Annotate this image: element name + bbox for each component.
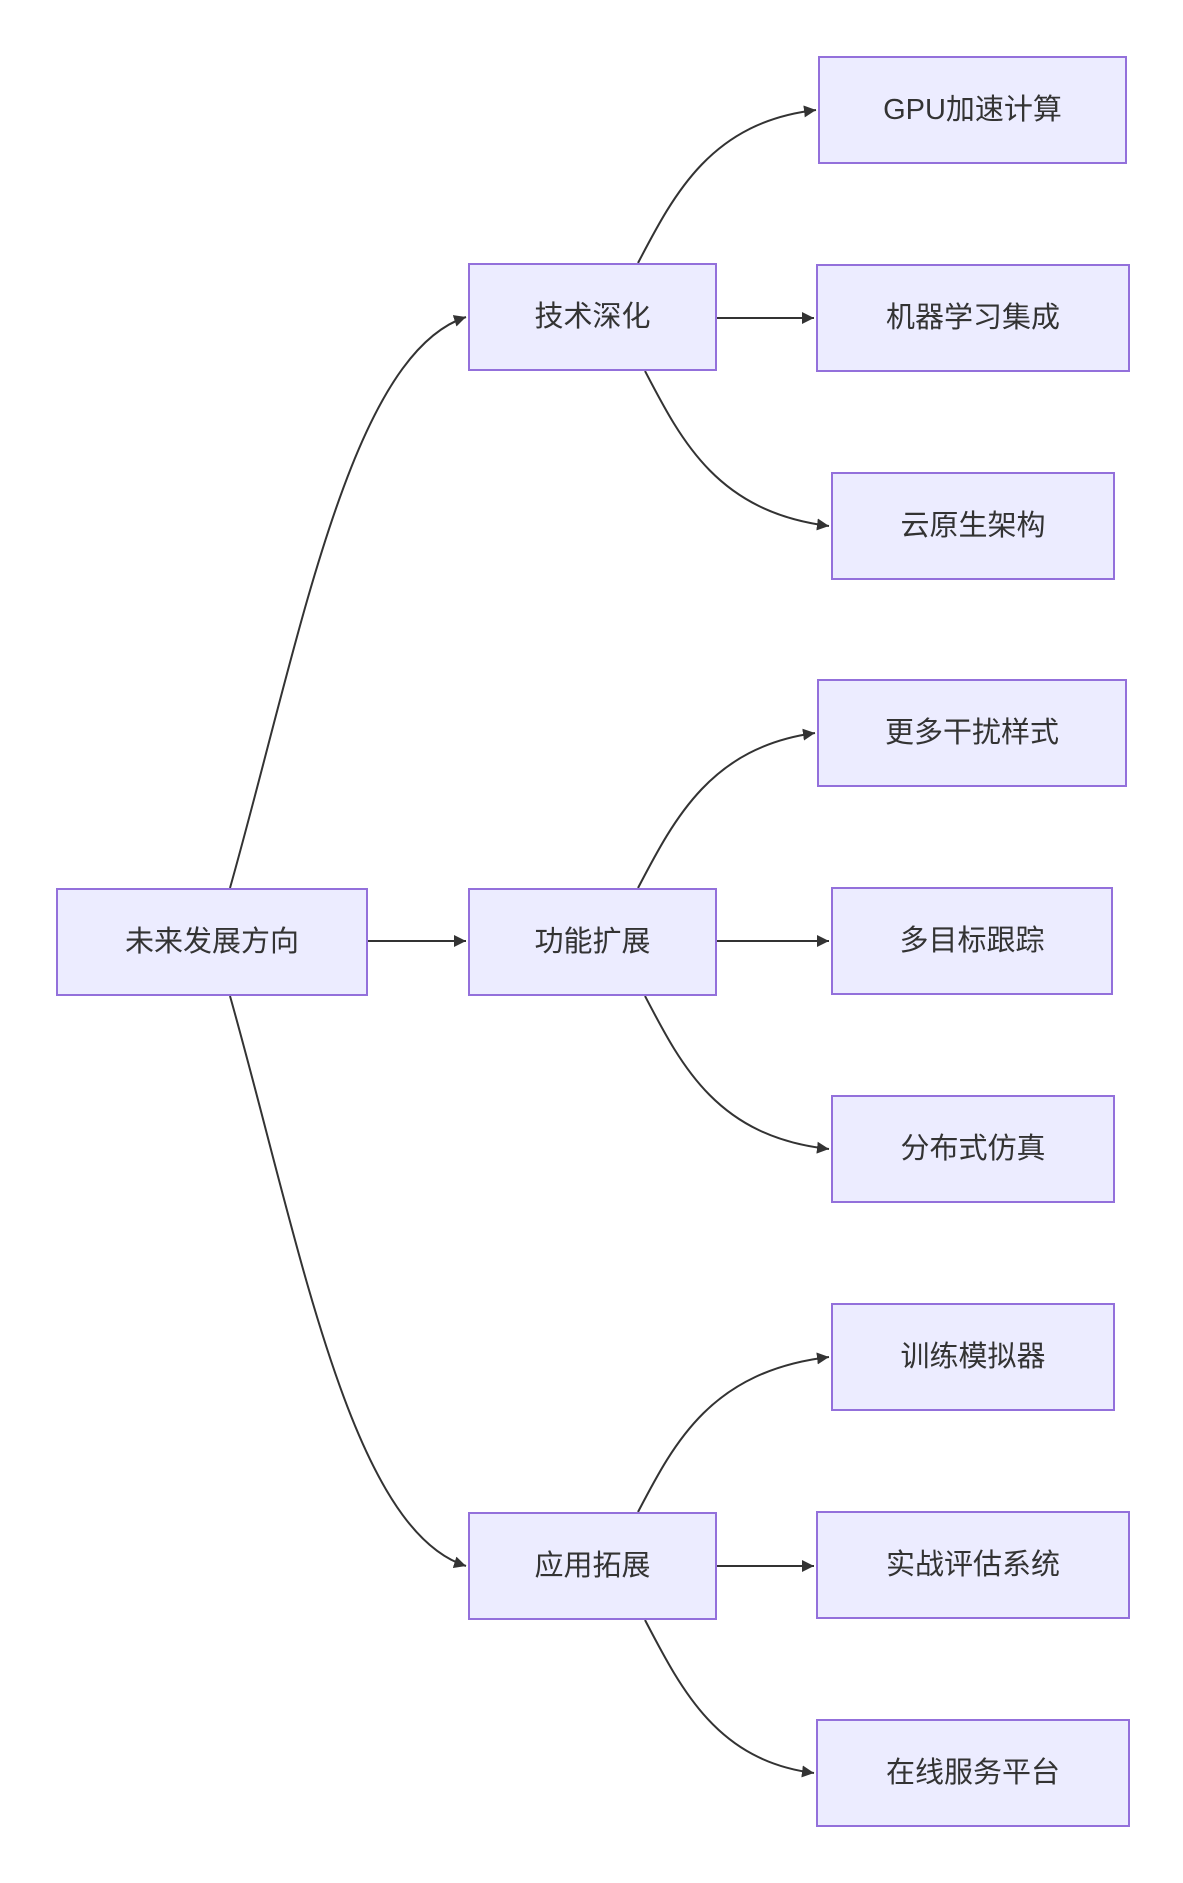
- edge-app-to-online: [644, 1619, 815, 1778]
- node-machine-learning-integration: 机器学习集成: [816, 264, 1130, 372]
- edge-tech-to-cloud: [644, 370, 830, 531]
- node-label: 机器学习集成: [885, 301, 1060, 334]
- node-label: 多目标跟踪: [899, 924, 1045, 957]
- edge-feature-to-jamming: [637, 728, 816, 889]
- edge-tech-to-gpu: [637, 105, 817, 264]
- node-tech-deepening: 技术深化: [468, 263, 717, 371]
- edge-app-to-trainer: [637, 1352, 830, 1513]
- node-future-directions: 未来发展方向: [56, 888, 368, 996]
- node-label: 分布式仿真: [900, 1132, 1046, 1165]
- node-gpu-accelerated-computing: GPU加速计算: [818, 56, 1127, 164]
- node-training-simulator: 训练模拟器: [831, 1303, 1115, 1411]
- node-label: 功能扩展: [534, 925, 651, 958]
- node-combat-evaluation-system: 实战评估系统: [816, 1511, 1130, 1619]
- node-cloud-native-architecture: 云原生架构: [831, 472, 1115, 580]
- node-label: 训练模拟器: [900, 1340, 1046, 1373]
- node-label: 实战评估系统: [885, 1548, 1060, 1581]
- node-label: 更多干扰样式: [884, 716, 1059, 749]
- edge-feature-to-distributed: [644, 995, 830, 1154]
- node-label: GPU加速计算: [883, 93, 1062, 126]
- edge-root-to-app: [229, 995, 467, 1569]
- node-feature-expansion: 功能扩展: [468, 888, 717, 996]
- node-more-jamming-patterns: 更多干扰样式: [817, 679, 1127, 787]
- node-label: 云原生架构: [900, 509, 1046, 542]
- node-label: 在线服务平台: [885, 1756, 1060, 1789]
- node-label: 未来发展方向: [124, 925, 299, 958]
- node-multi-target-tracking: 多目标跟踪: [831, 887, 1113, 995]
- node-distributed-simulation: 分布式仿真: [831, 1095, 1115, 1203]
- node-online-service-platform: 在线服务平台: [816, 1719, 1130, 1827]
- node-label: 应用拓展: [534, 1549, 651, 1582]
- node-application-expansion: 应用拓展: [468, 1512, 717, 1620]
- node-label: 技术深化: [534, 300, 651, 333]
- edge-root-to-tech: [229, 315, 467, 889]
